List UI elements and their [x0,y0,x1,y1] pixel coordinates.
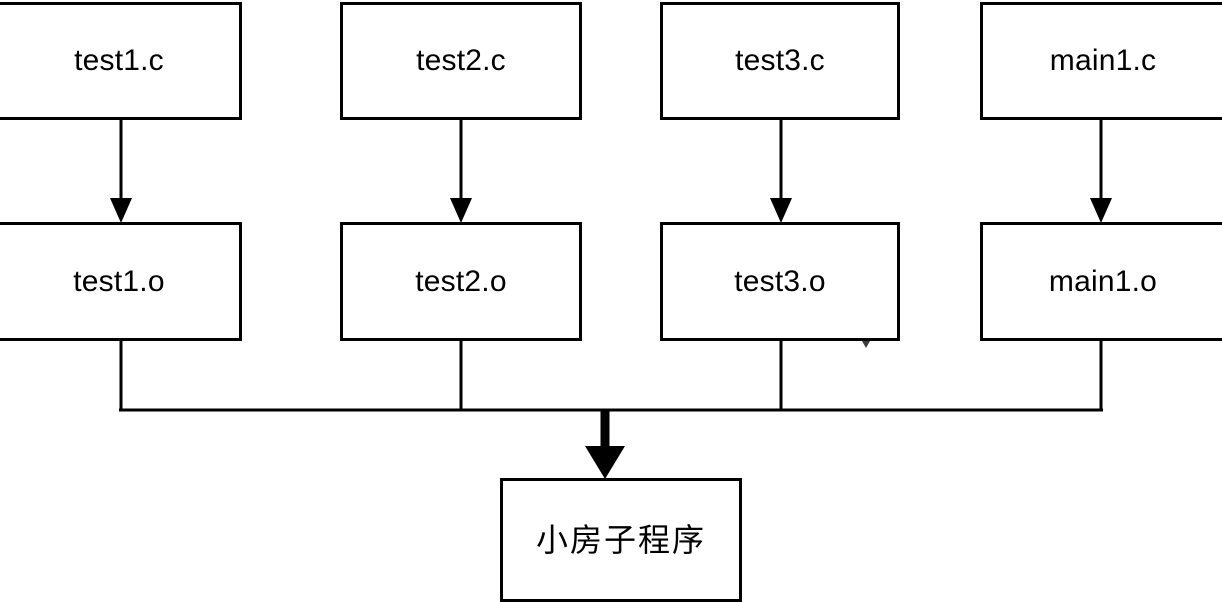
compile-arrow-test3 [770,120,792,223]
node-object-test1-o[interactable]: test1.o [0,222,242,341]
node-label: 小房子程序 [535,522,706,558]
node-source-main1-c[interactable]: main1.c [980,2,1222,120]
compile-arrow-group [110,120,1112,223]
compile-arrow-test2 [450,120,472,223]
node-object-test3-o[interactable]: test3.o [660,222,900,341]
link-bus-group [119,341,1103,412]
node-source-test2-c[interactable]: test2.c [340,2,582,120]
node-object-test2-o[interactable]: test2.o [340,222,582,341]
node-source-test3-c[interactable]: test3.c [660,2,900,120]
node-label: test3.o [734,264,826,298]
node-label: main1.o [1048,264,1158,298]
node-label: test1.c [74,44,164,77]
node-target-program[interactable]: 小房子程序 [500,478,742,602]
node-object-main1-o[interactable]: main1.o [980,222,1222,341]
node-label: test3.c [735,44,825,77]
stray-mark [862,341,870,348]
compile-arrow-main1 [1090,120,1112,223]
node-label: test1.o [73,264,165,298]
node-label: main1.c [1049,44,1157,77]
link-arrow [585,410,625,479]
compile-arrow-test1 [110,120,132,223]
node-label: test2.c [416,44,506,77]
node-label: test2.o [415,264,507,298]
node-source-test1-c[interactable]: test1.c [0,2,242,120]
